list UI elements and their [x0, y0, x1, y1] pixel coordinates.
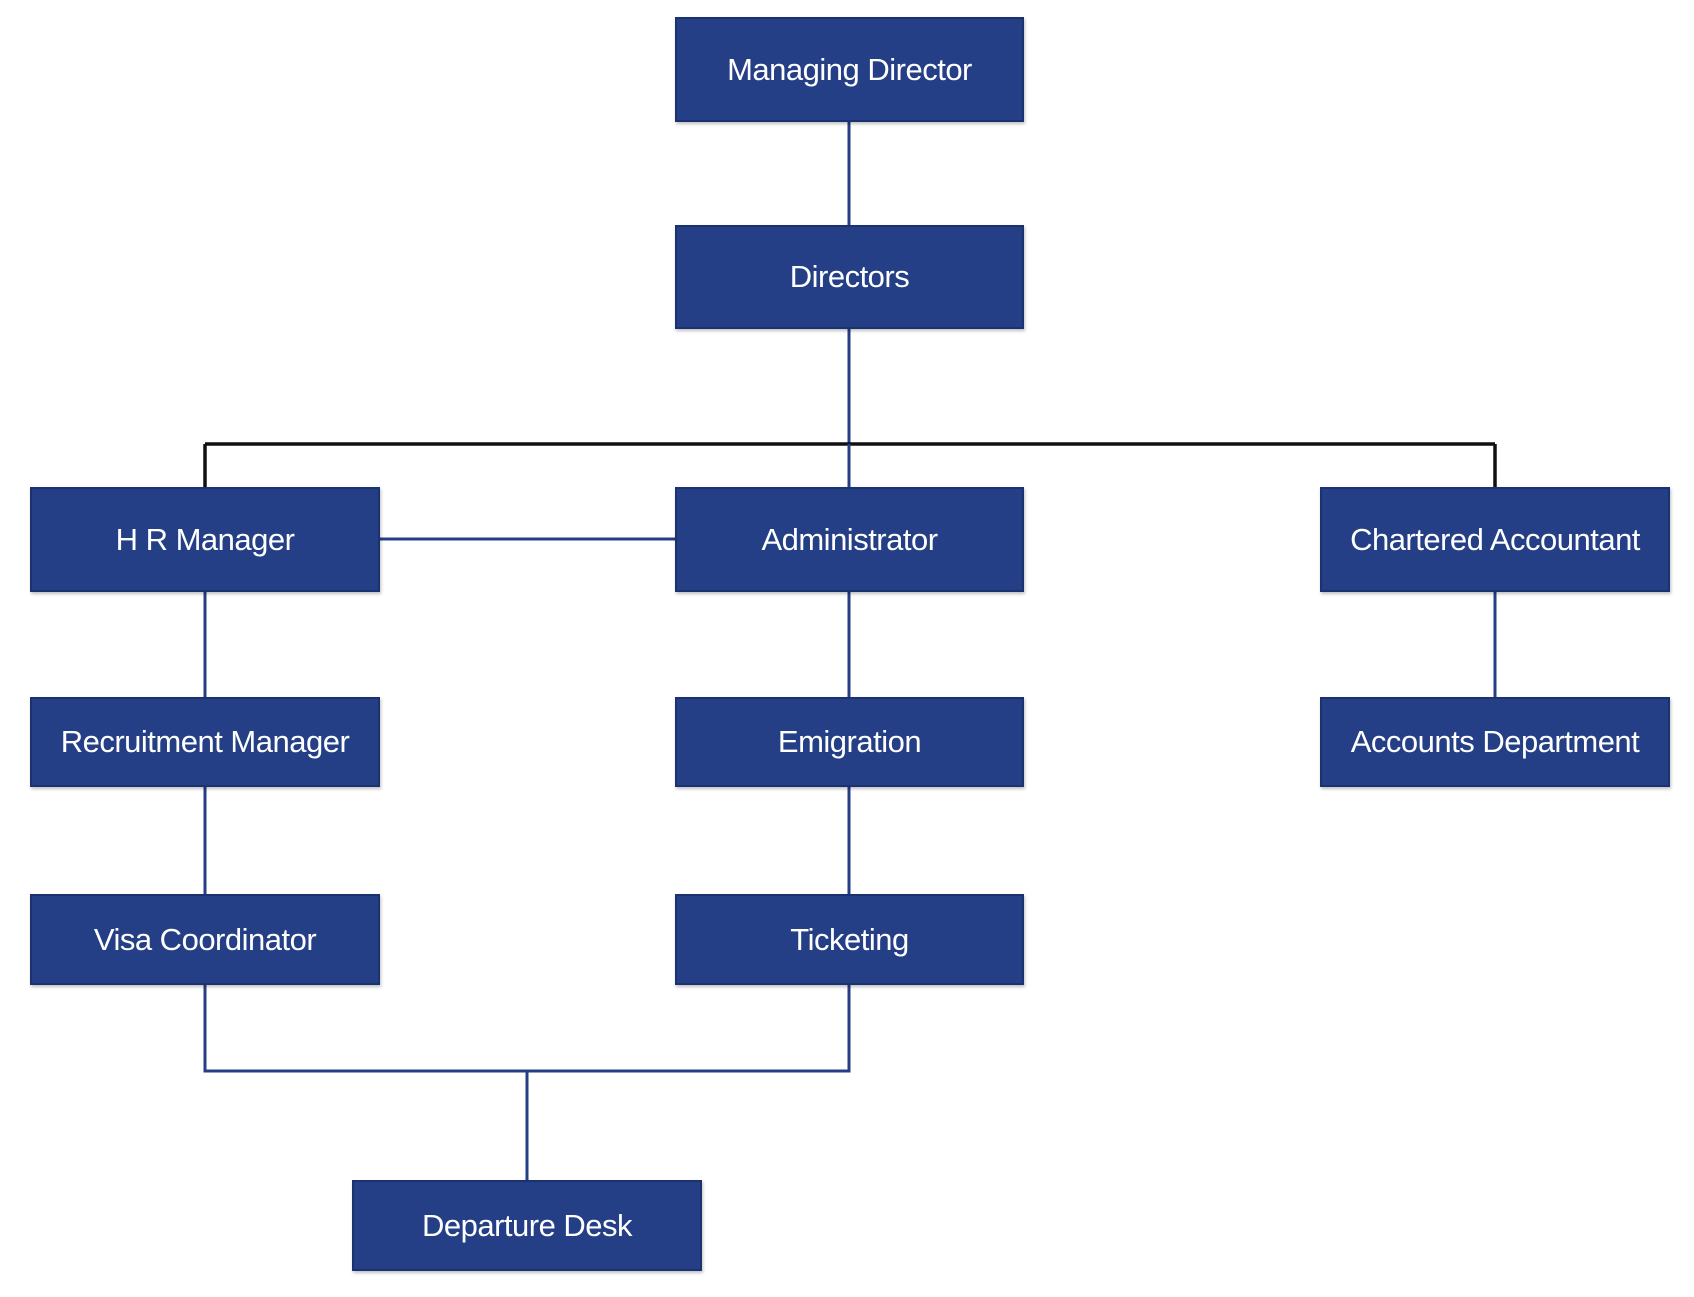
connector-visa-ticketing-bracket: [203, 985, 851, 1073]
node-directors: Directors: [675, 225, 1024, 329]
node-label: Managing Director: [727, 51, 972, 87]
node-label: Departure Desk: [421, 1207, 633, 1243]
node-emigration: Emigration: [675, 697, 1024, 787]
node-hr-manager: H R Manager: [30, 487, 380, 592]
node-chartered-accountant: Chartered Accountant: [1320, 487, 1670, 592]
node-administrator: Administrator: [675, 487, 1024, 592]
node-label: Ticketing: [790, 921, 909, 957]
node-departure-desk: Departure Desk: [352, 1180, 702, 1271]
node-managing-director: Managing Director: [675, 17, 1024, 122]
node-label: Accounts Department: [1350, 724, 1640, 759]
node-label: Administrator: [761, 521, 938, 557]
node-label: Emigration: [777, 724, 922, 759]
node-label: Directors: [789, 259, 910, 294]
node-label: Chartered Accountant: [1350, 521, 1640, 557]
node-accounts-department: Accounts Department: [1320, 697, 1670, 787]
node-label: Recruitment Manager: [60, 724, 350, 759]
node-ticketing: Ticketing: [675, 894, 1024, 985]
node-recruitment-manager: Recruitment Manager: [30, 697, 380, 787]
node-visa-coordinator: Visa Coordinator: [30, 894, 380, 985]
node-label: H R Manager: [115, 521, 295, 557]
node-label: Visa Coordinator: [93, 921, 317, 957]
